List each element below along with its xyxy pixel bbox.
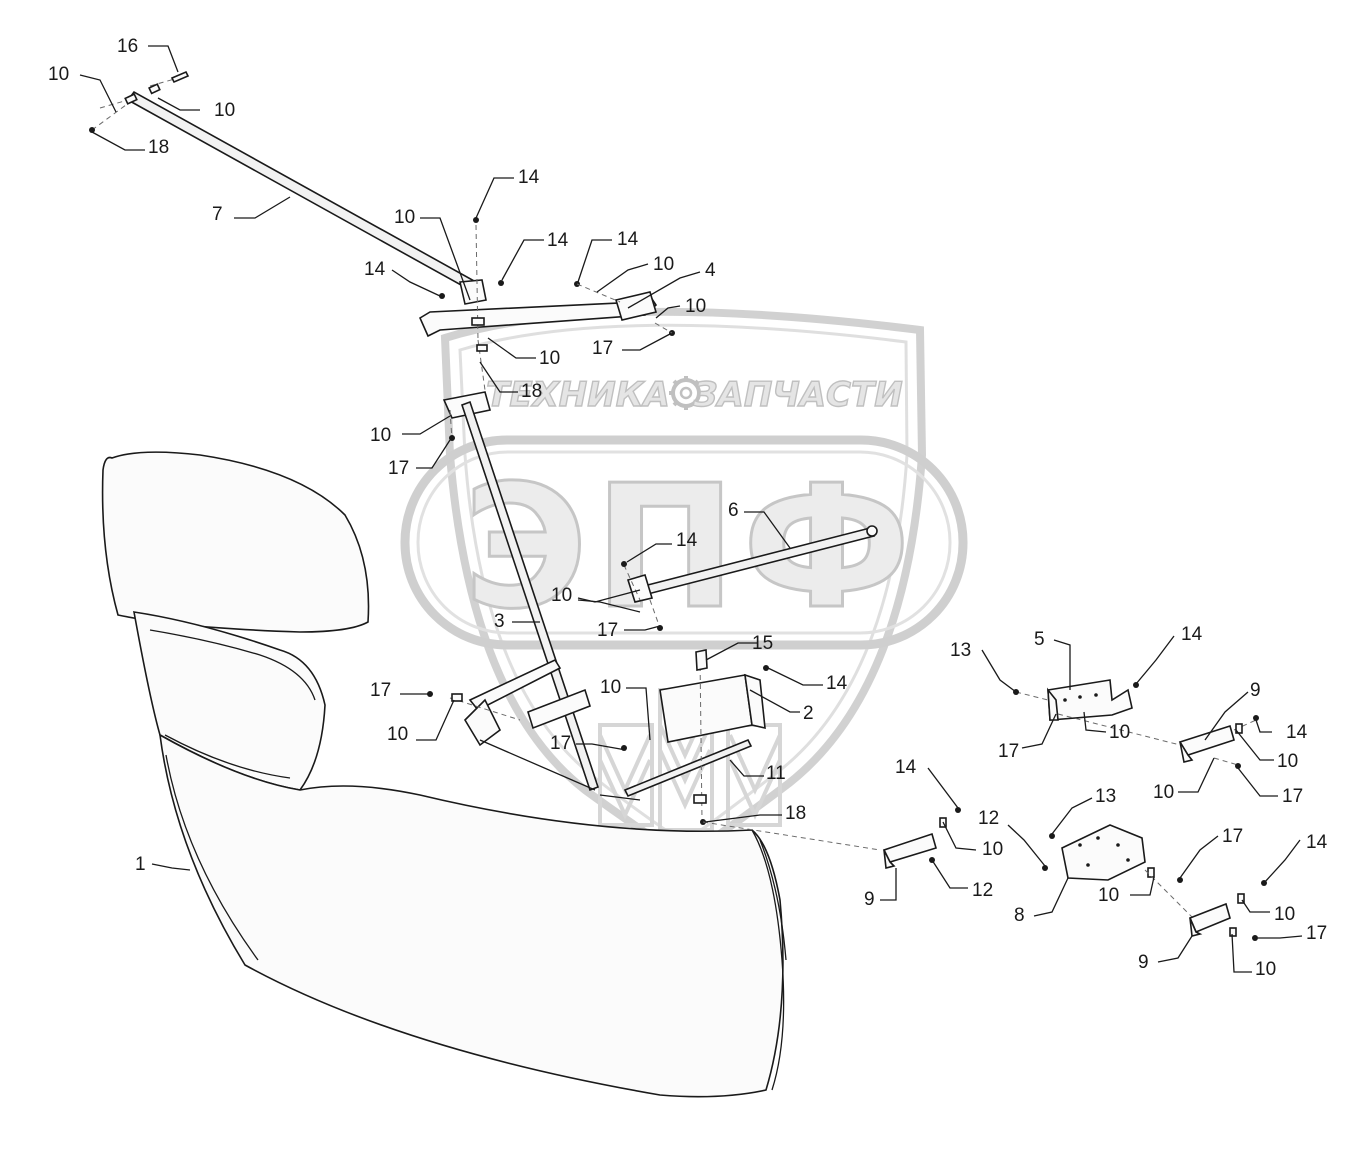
callout-14: 14 (364, 259, 386, 280)
callout-17: 17 (550, 733, 571, 754)
part-6-short-rod (621, 525, 878, 631)
callout-5: 5 (1034, 629, 1045, 650)
callout-12: 12 (972, 880, 993, 901)
part-1-shield-panel (101, 451, 787, 1098)
callout-10: 10 (1277, 751, 1298, 772)
callout-14: 14 (1181, 624, 1203, 645)
part-11-rod (623, 738, 753, 798)
callout-8: 8 (1014, 905, 1025, 926)
watermark: ТЕХНИКА ЗАПЧАСТИ ЭПФ (400, 307, 968, 863)
watermark-text-right: ЗАПЧАСТИ (692, 375, 902, 415)
callout-1: 1 (135, 854, 146, 875)
callout-10: 10 (685, 296, 706, 317)
lower-linkage (427, 649, 881, 851)
part-9-bracket-bottom (1188, 880, 1267, 941)
part-7-long-rod (89, 70, 478, 292)
callout-10: 10 (1098, 885, 1119, 906)
callout-17: 17 (388, 458, 409, 479)
part-5-bracket (1013, 679, 1181, 746)
callout-10: 10 (370, 425, 391, 446)
callout-9: 9 (1250, 680, 1261, 701)
leader-lines (79, 45, 1303, 973)
callout-7: 7 (212, 204, 223, 225)
callout-10: 10 (551, 585, 572, 606)
panel-lower-body (158, 733, 784, 1098)
callout-11: 11 (766, 763, 786, 784)
callout-10: 10 (1109, 722, 1130, 743)
part-3-diagonal-rod (442, 391, 600, 792)
upper-curved-panel (101, 451, 370, 633)
callout-14: 14 (547, 230, 569, 251)
callout-2: 2 (803, 703, 814, 724)
part-9-bracket-mid (882, 807, 961, 869)
callout-4: 4 (705, 260, 716, 281)
callout-10: 10 (600, 677, 621, 698)
callout-14: 14 (518, 167, 540, 188)
callout-14: 14 (617, 229, 639, 250)
callout-10: 10 (387, 724, 408, 745)
callout-17: 17 (597, 620, 618, 641)
part-4-upper-bracket (418, 217, 675, 391)
callout-17: 17 (1282, 786, 1303, 807)
callout-17: 17 (1306, 923, 1327, 944)
panel-mid-band (133, 611, 326, 791)
callout-6: 6 (728, 500, 739, 521)
gear-icon (669, 376, 703, 410)
callout-13: 13 (950, 640, 971, 661)
callout-14: 14 (895, 757, 917, 778)
watermark-band-inner (416, 450, 952, 635)
callout-17: 17 (1222, 826, 1243, 847)
callout-3: 3 (494, 611, 505, 632)
callout-18: 18 (521, 381, 542, 402)
watermark-text-left: ТЕХНИКА (486, 375, 670, 415)
callout-10: 10 (214, 100, 235, 121)
part-2-plate (659, 674, 753, 743)
callout-17: 17 (370, 680, 391, 701)
callout-10: 10 (48, 64, 69, 85)
callout-10: 10 (539, 348, 560, 369)
callout-14: 14 (1286, 722, 1308, 743)
callout-10: 10 (982, 839, 1003, 860)
callout-17: 17 (998, 741, 1019, 762)
part-9-bracket-top (1178, 715, 1259, 769)
callout-14: 14 (676, 530, 698, 551)
callout-9: 9 (864, 889, 875, 910)
callout-10: 10 (1255, 959, 1276, 980)
callout-14: 14 (826, 673, 848, 694)
callout-13: 13 (1095, 786, 1116, 807)
callout-17: 17 (592, 338, 613, 359)
callout-14: 14 (1306, 832, 1328, 853)
callout-10: 10 (1153, 782, 1174, 803)
watermark-brand: ЭПФ (463, 449, 917, 647)
watermark-band (400, 435, 968, 650)
callout-10: 10 (1274, 904, 1295, 925)
callout-18: 18 (148, 137, 169, 158)
callout-10: 10 (394, 207, 415, 228)
callout-labels: 16 10 10 18 7 14 10 14 14 14 10 4 10 17 … (48, 36, 1328, 980)
callout-12: 12 (978, 808, 999, 829)
callout-18: 18 (785, 803, 806, 824)
callout-16: 16 (117, 36, 138, 57)
callout-15: 15 (752, 633, 773, 654)
callout-9: 9 (1138, 952, 1149, 973)
callout-10: 10 (653, 254, 674, 275)
